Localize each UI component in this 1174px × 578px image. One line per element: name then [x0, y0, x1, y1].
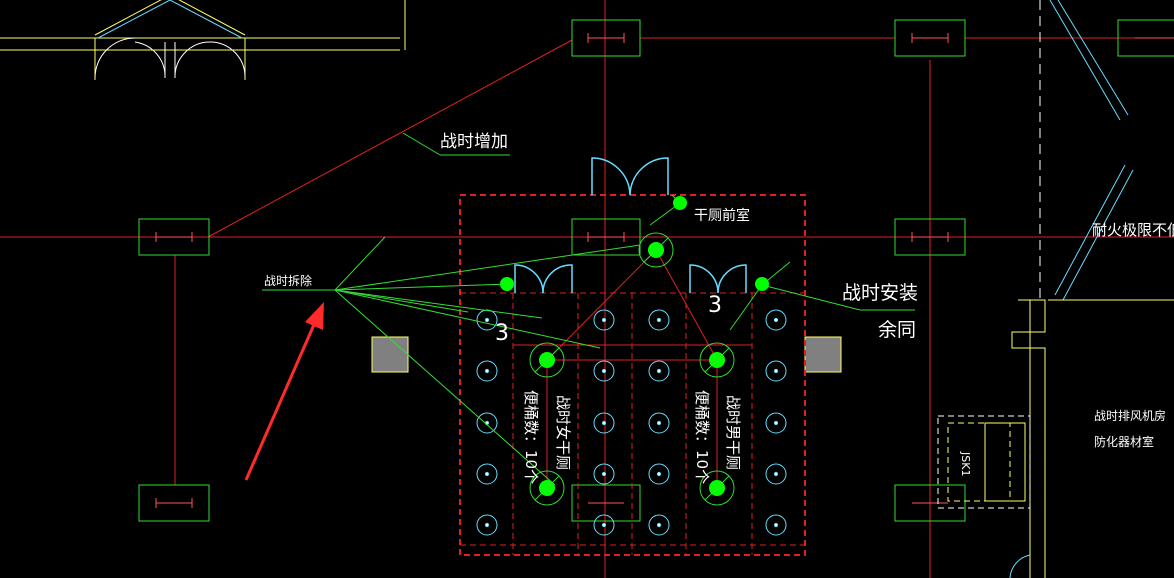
toilet-fixture — [765, 309, 787, 331]
column-box[interactable] — [571, 484, 641, 522]
toilet-fixture — [648, 412, 670, 434]
column-box[interactable] — [894, 484, 966, 522]
large-fixture — [699, 470, 735, 506]
leader-lines — [262, 132, 915, 486]
label-wartime-add: 战时增加 — [440, 132, 508, 152]
large-fixture — [638, 232, 674, 268]
column-box[interactable] — [571, 218, 641, 256]
toilet-fixture — [765, 360, 787, 382]
toilet-fixture — [765, 412, 787, 434]
toilet-fixture — [593, 412, 615, 434]
gray-column-left — [371, 336, 409, 373]
toilet-fixture — [476, 360, 498, 382]
toilet-fixture — [765, 514, 787, 536]
label-fan-room-2: 防化器材室 — [1094, 434, 1154, 449]
toilet-fixtures — [476, 309, 787, 536]
toilet-fixture — [593, 463, 615, 485]
toilet-fixture — [765, 463, 787, 485]
label-male-toilet: 战时男干厕 — [724, 395, 742, 470]
label-fan-room-1: 战时排风机房 — [1094, 408, 1166, 423]
toilet-fixture — [648, 463, 670, 485]
toilet-fixture — [648, 360, 670, 382]
large-fixture — [529, 470, 565, 506]
large-fixture — [529, 342, 565, 378]
right-structure — [937, 0, 1174, 578]
top-left-door — [94, 0, 246, 80]
column-symbols — [138, 19, 1174, 522]
label-wartime-remove: 战时拆除 — [264, 273, 312, 288]
text-labels: 战时增加 战时拆除 干厕前室 战时安装 余同 3 3 战时女干厕 便桶数：10个… — [264, 132, 1174, 484]
green-dots — [500, 196, 769, 291]
label-equipment-tag: JSK1 — [959, 451, 972, 476]
red-arrow — [244, 302, 324, 481]
toilet-fixture — [648, 514, 670, 536]
doors — [514, 157, 747, 294]
toilet-fixture — [648, 309, 670, 331]
toilet-fixture — [476, 514, 498, 536]
label-male-count: 便桶数：10个 — [693, 390, 711, 484]
label-wartime-install: 战时安装 — [842, 282, 918, 304]
toilet-fixture — [593, 514, 615, 536]
label-tag-3-left: 3 — [495, 321, 509, 346]
toilet-room-boundary — [459, 194, 806, 556]
label-others-same: 余同 — [878, 319, 916, 341]
label-tag-3-right: 3 — [708, 293, 722, 318]
label-dry-toilet-anteroom: 干厕前室 — [694, 207, 750, 224]
toilet-fixture — [476, 309, 498, 331]
fixture-connectors — [513, 249, 752, 488]
toilet-fixture — [593, 360, 615, 382]
label-female-toilet: 战时女干厕 — [554, 395, 572, 470]
toilet-fixture — [593, 309, 615, 331]
column-box[interactable] — [138, 484, 210, 522]
label-female-count: 便桶数：10个 — [522, 390, 540, 484]
toilet-fixture — [476, 463, 498, 485]
large-fixture — [699, 342, 735, 378]
column-box[interactable] — [894, 19, 966, 57]
gray-column-right — [804, 336, 842, 373]
toilet-fixture — [476, 412, 498, 434]
column-box[interactable] — [894, 218, 966, 256]
column-box[interactable] — [571, 19, 641, 57]
column-box[interactable] — [1117, 19, 1174, 57]
column-box[interactable] — [138, 218, 210, 256]
label-fire-rating: 耐火极限不低 — [1092, 221, 1174, 239]
large-fixtures — [529, 232, 735, 506]
